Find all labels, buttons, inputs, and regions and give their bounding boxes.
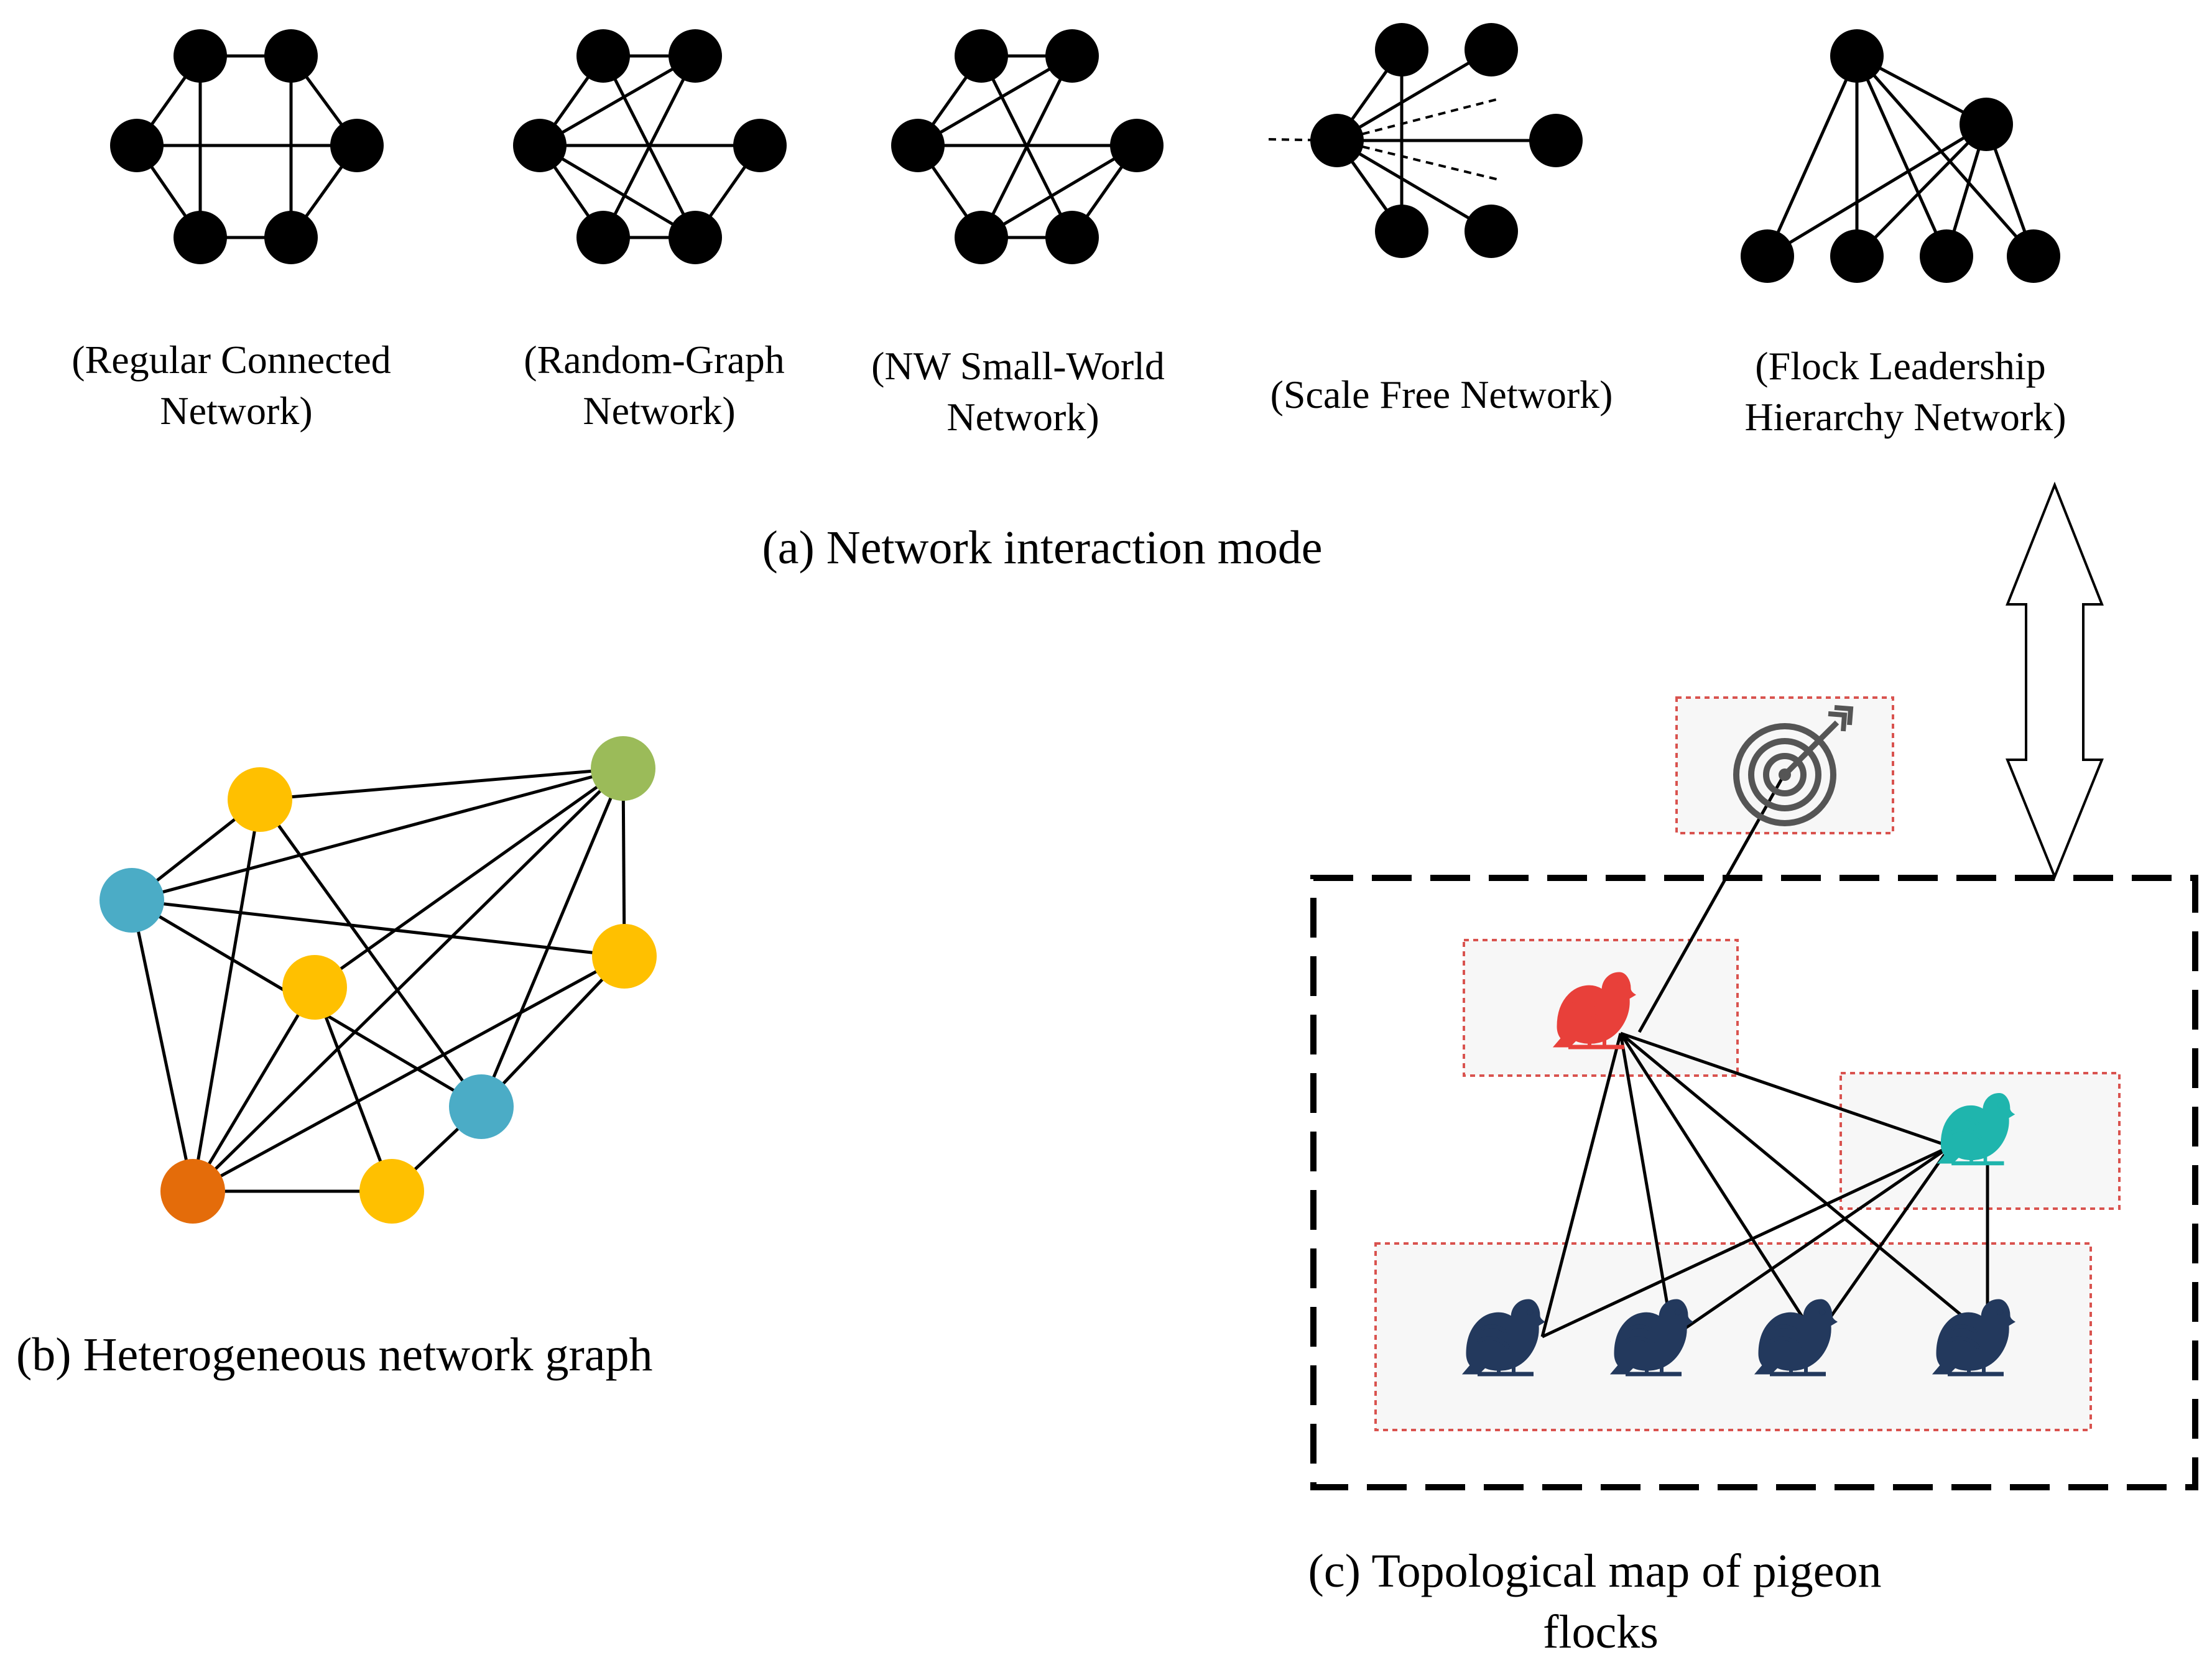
regular-connected-network	[110, 29, 384, 264]
caption-b: (b) Heterogeneous network graph	[16, 1329, 653, 1381]
node-yellow	[228, 767, 292, 832]
node-orange	[160, 1159, 225, 1224]
node-green	[591, 736, 655, 801]
node-yellow	[282, 955, 347, 1020]
caption-c: (c) Topological map of pigeon flocks	[1308, 1545, 1894, 1658]
flock-leadership-hierarchy-network	[1741, 29, 2060, 283]
node-blue	[99, 868, 164, 933]
node-yellow	[592, 924, 657, 989]
network-label-small-world: (NW Small-World Network)	[871, 344, 1175, 439]
node-blue	[449, 1074, 514, 1139]
network-label-scale-free: (Scale Free Network)	[1270, 372, 1613, 417]
double-arrow	[2006, 481, 2104, 880]
target-box	[1675, 696, 1894, 834]
random-graph-network	[513, 29, 787, 264]
target-icon	[1733, 705, 1854, 826]
heterogeneous-network-graph	[99, 736, 657, 1224]
pigeon-flock-topology	[1310, 696, 2198, 1490]
nw-small-world-network	[891, 29, 1164, 264]
network-label-flock: (Flock Leadership Hierarchy Network)	[1744, 344, 2066, 439]
flock-boundary	[1310, 875, 2198, 1490]
network-label-regular: (Regular Connected Network)	[72, 338, 401, 433]
caption-a: (a) Network interaction mode	[762, 522, 1322, 574]
network-label-random: (Random-Graph Network)	[524, 338, 794, 433]
node-yellow	[359, 1159, 424, 1224]
target-box-frame	[1675, 696, 1894, 834]
scale-free-network	[1268, 23, 1583, 258]
